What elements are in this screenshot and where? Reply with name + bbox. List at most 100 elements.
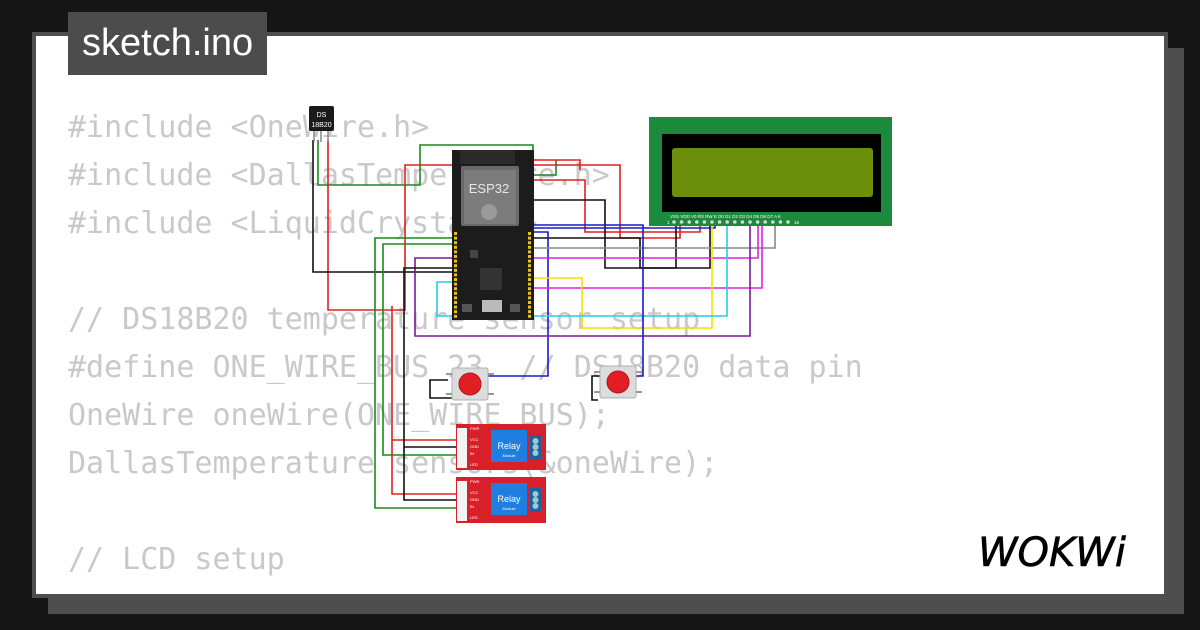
wire-black-btn2 bbox=[591, 375, 600, 401]
wire-yellow bbox=[533, 222, 713, 329]
esp32-pin[interactable] bbox=[454, 301, 457, 304]
esp32-pin[interactable] bbox=[454, 278, 457, 281]
code-panel: #include <OneWire.h>#include <DallasTemp… bbox=[36, 36, 1164, 594]
relay-1-sublabel: Module bbox=[502, 453, 516, 458]
esp32-board[interactable]: ESP32 bbox=[452, 150, 534, 320]
relay-2-pin-vcc: VCC bbox=[470, 490, 479, 495]
push-button-2[interactable] bbox=[594, 365, 642, 399]
lcd-pin[interactable] bbox=[687, 220, 691, 224]
sensor-label-2: 18B20 bbox=[311, 122, 331, 129]
esp32-pin[interactable] bbox=[528, 273, 531, 277]
esp32-pin[interactable] bbox=[454, 259, 457, 263]
lcd-pin[interactable] bbox=[786, 220, 790, 224]
esp32-pin[interactable] bbox=[454, 236, 457, 240]
lcd-pin[interactable] bbox=[702, 220, 707, 224]
esp32-pin[interactable] bbox=[454, 245, 457, 249]
esp32-pin[interactable] bbox=[528, 314, 531, 318]
lcd-screen bbox=[672, 148, 873, 197]
relay-2-label: Relay bbox=[497, 494, 521, 504]
lcd-pin[interactable] bbox=[679, 220, 684, 224]
wire-black-relay2 bbox=[403, 447, 460, 501]
lcd-pin[interactable] bbox=[740, 220, 745, 224]
ds18b20-sensor[interactable]: DS 18B20 bbox=[309, 106, 334, 142]
lcd-pin[interactable] bbox=[755, 220, 760, 224]
wire-black-lcd bbox=[533, 199, 711, 269]
relay-2-sublabel: Module bbox=[502, 506, 516, 511]
wokwi-logo-text: WOKWi bbox=[978, 530, 1126, 576]
lcd-pin[interactable] bbox=[710, 220, 714, 224]
wire-grey-lcd bbox=[533, 222, 776, 249]
esp32-pin[interactable] bbox=[454, 268, 457, 272]
wire-magenta-lcd bbox=[533, 222, 759, 259]
lcd-pin-labels: VSS VDD V0 RS RW E D0 D1 D2 D3 D4 D5 D6 … bbox=[670, 214, 781, 219]
esp32-pin[interactable] bbox=[454, 287, 457, 291]
lcd-pin[interactable] bbox=[733, 220, 737, 224]
esp32-pin[interactable] bbox=[454, 255, 457, 258]
boot-button[interactable] bbox=[462, 304, 472, 312]
lcd-pin[interactable] bbox=[763, 220, 767, 224]
code-line: // LCD setup bbox=[68, 542, 285, 577]
lcd-pin[interactable] bbox=[725, 220, 729, 224]
lcd-pin-last: 16 bbox=[794, 220, 800, 225]
push-button-1[interactable] bbox=[446, 367, 494, 401]
esp32-pin[interactable] bbox=[528, 310, 531, 314]
relay-module-1[interactable]: Relay Module PWR VCC GND IN LED bbox=[456, 424, 546, 470]
esp32-pin[interactable] bbox=[454, 264, 457, 268]
esp32-pin[interactable] bbox=[454, 310, 457, 314]
esp32-pin[interactable] bbox=[454, 241, 457, 245]
usb-port bbox=[482, 300, 502, 312]
esp32-pin[interactable] bbox=[528, 255, 531, 258]
wire-black-lcd2 bbox=[533, 222, 677, 269]
esp32-pin[interactable] bbox=[528, 268, 531, 272]
lcd-pin-first: 1 bbox=[667, 220, 670, 225]
lcd-display[interactable]: VSS VDD V0 RS RW E D0 D1 D2 D3 D4 D5 D6 … bbox=[649, 117, 892, 226]
lcd-pin[interactable] bbox=[717, 220, 722, 224]
esp32-pin[interactable] bbox=[528, 301, 531, 304]
wire-green bbox=[317, 140, 557, 186]
esp32-pin[interactable] bbox=[528, 305, 531, 309]
lcd-pin[interactable] bbox=[695, 220, 699, 224]
esp32-pin[interactable] bbox=[528, 241, 531, 245]
wire-red-top bbox=[530, 159, 581, 170]
esp32-pin[interactable] bbox=[454, 282, 457, 286]
relay-1-pin-vcc: VCC bbox=[470, 437, 479, 442]
esp32-pin[interactable] bbox=[528, 296, 531, 300]
wire-blue-btn1 bbox=[460, 231, 549, 377]
lcd-pin[interactable] bbox=[672, 220, 676, 224]
esp32-pin[interactable] bbox=[528, 245, 531, 249]
esp32-pin[interactable] bbox=[454, 305, 457, 309]
wire-cyan bbox=[436, 222, 728, 317]
esp32-pin[interactable] bbox=[528, 236, 531, 240]
esp32-pin[interactable] bbox=[528, 259, 531, 263]
wire-magenta-lcd2 bbox=[533, 222, 763, 289]
esp32-pin[interactable] bbox=[528, 232, 531, 235]
esp32-pin[interactable] bbox=[528, 264, 531, 268]
relay-2-pin-pwr: PWR bbox=[470, 479, 479, 484]
wire-green-relay1 bbox=[382, 243, 460, 456]
relay-module-2[interactable]: Relay Module PWR VCC GND IN LED bbox=[456, 477, 546, 523]
relay-1-pin-in: IN bbox=[470, 451, 474, 456]
wires bbox=[312, 140, 776, 509]
esp32-pin[interactable] bbox=[528, 250, 531, 254]
en-button[interactable] bbox=[510, 304, 520, 312]
code-text: #include <OneWire.h>#include <DallasTemp… bbox=[68, 104, 863, 594]
esp32-pin[interactable] bbox=[528, 278, 531, 281]
relay-1-pin-gnd: GND bbox=[470, 444, 479, 449]
file-title-tab[interactable]: sketch.ino bbox=[68, 12, 268, 75]
esp32-pin[interactable] bbox=[454, 291, 457, 295]
code-line: // DS18B20 temperature sensor setup bbox=[68, 302, 701, 337]
esp32-pin[interactable] bbox=[454, 250, 457, 254]
esp32-pin[interactable] bbox=[528, 282, 531, 286]
esp32-pin[interactable] bbox=[454, 232, 457, 235]
lcd-pin[interactable] bbox=[748, 220, 752, 224]
esp32-pin[interactable] bbox=[454, 314, 457, 318]
lcd-pin[interactable] bbox=[771, 220, 775, 224]
esp32-pin[interactable] bbox=[528, 291, 531, 295]
lcd-pin[interactable] bbox=[778, 220, 783, 224]
relay-1-pin-led: LED bbox=[470, 462, 478, 467]
esp32-pin[interactable] bbox=[528, 287, 531, 291]
esp32-pin[interactable] bbox=[454, 296, 457, 300]
esp32-pins bbox=[454, 232, 531, 318]
esp32-pin[interactable] bbox=[454, 273, 457, 277]
code-line: LiquidCrystal lcd(13, 21, 14, 15, 16, 17… bbox=[68, 584, 863, 594]
